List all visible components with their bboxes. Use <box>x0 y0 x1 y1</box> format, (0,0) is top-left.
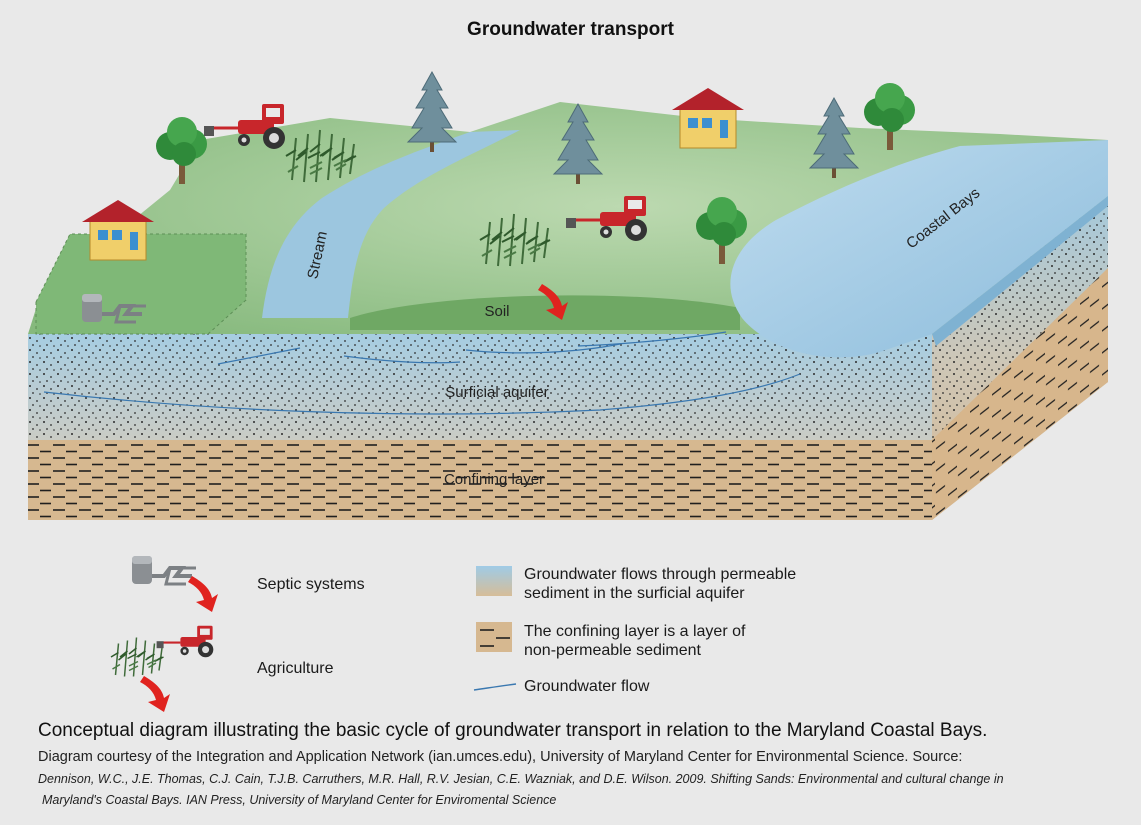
legend-agriculture-label: Agriculture <box>257 660 334 677</box>
legend-septic-icon <box>130 554 218 612</box>
legend-aquifer-text: Groundwater flows through permeable sedi… <box>524 565 796 603</box>
source-line-1: Dennison, W.C., J.E. Thomas, C.J. Cain, … <box>38 772 1004 786</box>
source-line-2: Maryland's Coastal Bays. IAN Press, Univ… <box>42 793 557 807</box>
legend-aquifer-line1: Groundwater flows through permeable <box>524 566 797 583</box>
groundwater-flow-lines <box>43 331 801 415</box>
legend-confining-swatch <box>476 622 512 652</box>
legend-flow-label: Groundwater flow <box>524 678 650 695</box>
stream <box>262 130 520 318</box>
coastal-bays <box>730 140 1108 358</box>
legend-septic-label: Septic systems <box>257 576 365 593</box>
pine-tree-icon <box>407 71 457 153</box>
figure-caption: Conceptual diagram illustrating the basi… <box>38 720 988 741</box>
confining-layer-label: Confining layer <box>444 471 544 488</box>
surficial-aquifer-label: Surficial aquifer <box>445 384 548 401</box>
diagram-title: Groundwater transport <box>467 19 674 40</box>
block-side-face <box>932 196 1108 520</box>
soil-label: Soil <box>484 303 509 320</box>
legend-agriculture-icon <box>110 624 215 712</box>
legend-aquifer-line2: sediment in the surficial aquifer <box>524 585 745 602</box>
legend-confining-text: The confining layer is a layer of non-pe… <box>524 622 745 660</box>
legend-aquifer-swatch <box>476 566 512 596</box>
legend-flow-line <box>473 683 517 691</box>
house-icon <box>671 87 745 149</box>
house-icon <box>81 199 155 261</box>
soil-mound <box>350 295 740 330</box>
figure-source: Dennison, W.C., J.E. Thomas, C.J. Cain, … <box>38 769 1128 811</box>
surficial-aquifer-layer <box>28 334 932 440</box>
legend-confining-line1: The confining layer is a layer of <box>524 623 746 640</box>
legend-confining-line2: non-permeable sediment <box>524 642 701 659</box>
block-front-face <box>28 334 932 520</box>
figure-credit: Diagram courtesy of the Integration and … <box>38 749 963 765</box>
